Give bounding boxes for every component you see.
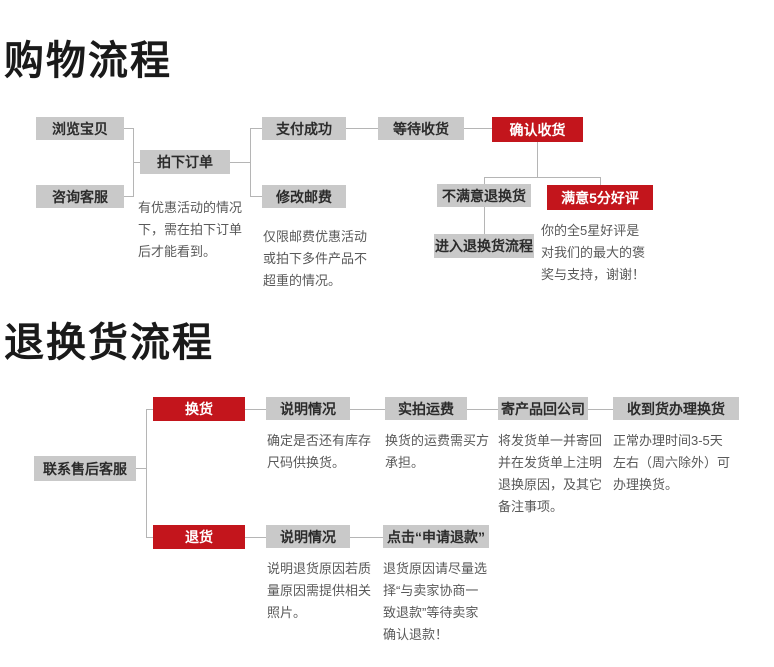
connector-line (250, 196, 262, 197)
node-enter-return-flow: 进入退换货流程 (434, 234, 534, 258)
connector-line (124, 128, 133, 129)
connector-line (136, 468, 146, 469)
node-wait-delivery: 等待收货 (378, 117, 464, 140)
node-place-order: 拍下订单 (140, 150, 230, 174)
note-send-back-info: 将发货单一并寄回 并在发货单上注明 退换原因，及其它 备注事项。 (498, 433, 603, 514)
note-stock-check: 确定是否还有库存 尺码供换货。 (267, 433, 372, 470)
node-satisfied-review: 满意5分好评 (547, 185, 653, 210)
node-click-refund: 点击“申请退款” (383, 525, 489, 548)
connector-line (484, 207, 485, 234)
note-promotion-info: 有优惠活动的情况 下，需在拍下订单 后才能看到。 (138, 200, 243, 259)
connector-line (250, 128, 251, 197)
node-send-back: 寄产品回公司 (498, 397, 588, 420)
note-postage-info: 仅限邮费优惠活动 或拍下多件产品不 超重的情况。 (263, 229, 368, 288)
connector-line (146, 537, 153, 538)
node-payment-success: 支付成功 (262, 117, 346, 140)
connector-line (250, 128, 262, 129)
connector-line (484, 177, 485, 184)
node-browse-item: 浏览宝贝 (36, 117, 124, 140)
connector-line (245, 409, 266, 410)
connector-line (484, 177, 600, 178)
connector-line (464, 128, 492, 129)
note-return-reason: 说明退货原因若质 量原因需提供相关 照片。 (267, 561, 372, 620)
node-confirm-receipt: 确认收货 (492, 117, 583, 142)
note-review-thanks: 你的全5星好评是 对我们的最大的褒 奖与支持，谢谢！ (541, 223, 646, 282)
node-explain-return: 说明情况 (266, 525, 350, 548)
connector-line (133, 162, 140, 163)
node-actual-shipping: 实拍运费 (385, 397, 467, 420)
connector-line (350, 537, 383, 538)
node-modify-postage: 修改邮费 (262, 185, 346, 208)
node-contact-aftersales: 联系售后客服 (34, 456, 136, 481)
connector-line (124, 196, 133, 197)
node-explain-exchange: 说明情况 (266, 397, 350, 420)
node-exchange: 换货 (153, 397, 245, 421)
node-return: 退货 (153, 525, 245, 549)
connector-line (146, 409, 147, 538)
connector-line (346, 128, 378, 129)
page-title-shopping-flow: 购物流程 (4, 39, 172, 83)
note-refund-choice: 退货原因请尽量选 择“与卖家协商一 致退款”等待卖家 确认退款！ (383, 561, 488, 642)
connector-line (467, 409, 498, 410)
node-receive-exchange: 收到货办理换货 (613, 397, 739, 420)
connector-line (600, 177, 601, 185)
connector-line (146, 409, 153, 410)
node-unsatisfied-return: 不满意退换货 (437, 184, 531, 207)
note-shipping-cost: 换货的运费需买方 承担。 (385, 433, 490, 470)
connector-line (230, 162, 250, 163)
connector-line (245, 537, 266, 538)
connector-line (588, 409, 613, 410)
node-consult-service: 咨询客服 (36, 185, 124, 208)
page-title-return-flow: 退换货流程 (4, 321, 214, 365)
connector-line (537, 142, 538, 177)
connector-line (350, 409, 385, 410)
note-processing-time: 正常办理时间3-5天 左右（周六除外）可 办理换货。 (613, 433, 731, 492)
